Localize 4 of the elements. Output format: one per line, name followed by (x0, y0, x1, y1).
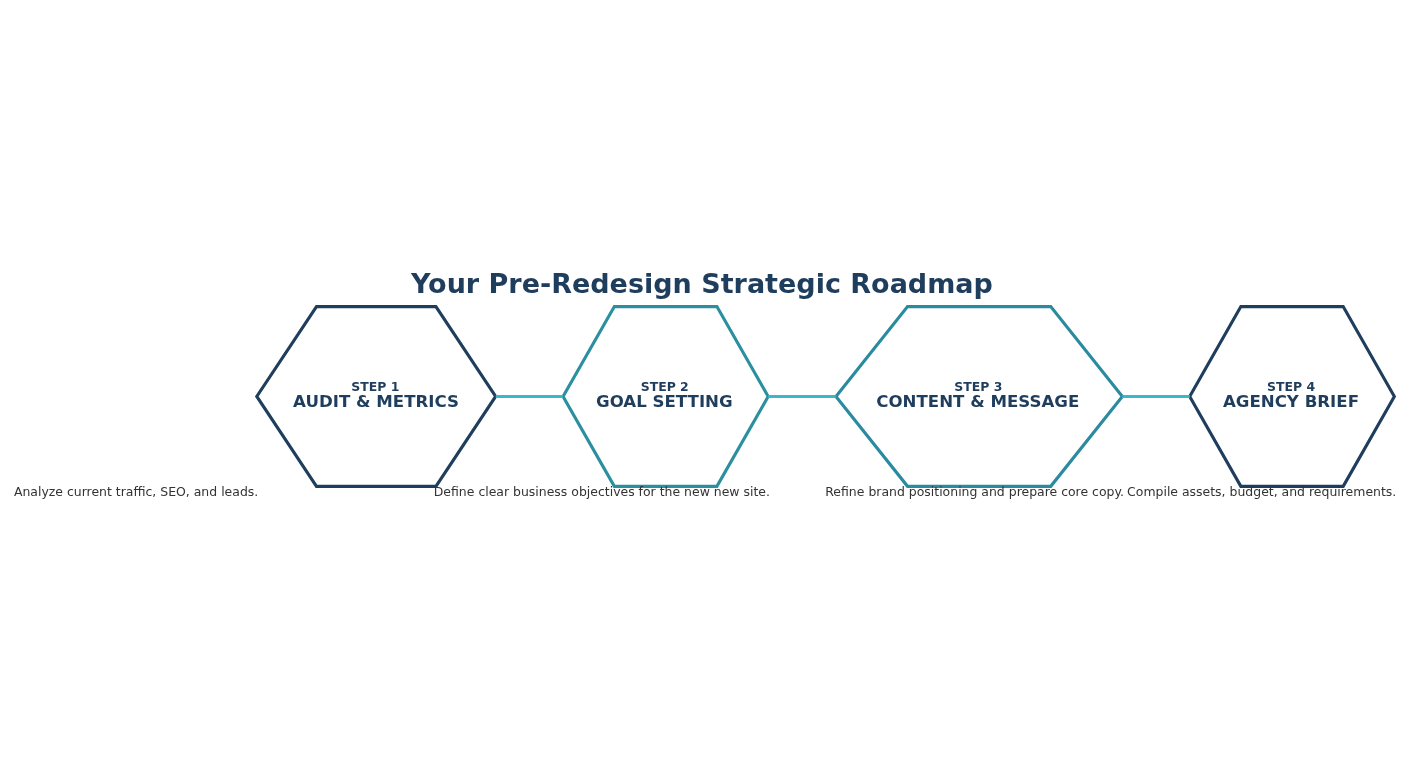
connector (1122, 394, 1190, 399)
connector (495, 394, 563, 399)
connector (768, 394, 836, 399)
diagram-title: Your Pre-Redesign Strategic Roadmap (411, 267, 993, 299)
